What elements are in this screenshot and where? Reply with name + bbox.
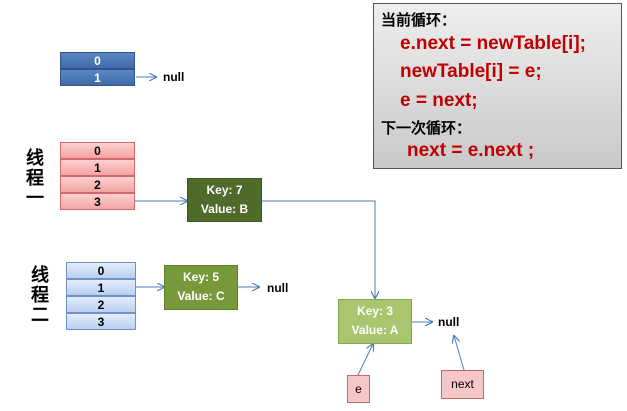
thread1-cell-3: 3 xyxy=(60,193,135,210)
thread2-cell-0: 0 xyxy=(66,262,136,279)
node-key5-key: Key: 5 xyxy=(182,270,220,284)
code-line-2: newTable[i] = e; xyxy=(400,61,542,82)
pointer-e-box: e xyxy=(347,375,370,403)
thread1-label-char-2: 程 xyxy=(26,168,44,188)
code-line-3: e = next; xyxy=(400,90,478,111)
thread1-label-char-3: 一 xyxy=(26,188,44,208)
pointer-next-box: next xyxy=(441,370,484,399)
node-key3-value: Value: A xyxy=(351,323,399,337)
thread2-label-char-1: 线 xyxy=(31,265,49,285)
thread2-cell-3: 3 xyxy=(66,313,136,330)
node-key7-key: Key: 7 xyxy=(206,183,243,197)
thread1-cell-2: 2 xyxy=(60,176,135,193)
node-key5: Key: 5 Value: C xyxy=(164,265,238,310)
node-key3-null-label: null xyxy=(438,315,460,329)
thread1-cell-0: 0 xyxy=(60,142,135,159)
thread2-label-char-3: 二 xyxy=(31,305,49,325)
node-key3-key: Key: 3 xyxy=(356,304,394,318)
arrow-e-to-key3 xyxy=(357,344,373,376)
node-key3: Key: 3 Value: A xyxy=(338,299,412,344)
thread2-label-char-2: 程 xyxy=(31,285,49,305)
code-panel-heading-next: 下一次循环： xyxy=(381,120,472,137)
thread2-cell-1: 1 xyxy=(66,279,136,296)
top-array-cell-1: 1 xyxy=(60,69,135,86)
arrow-key7-to-key3 xyxy=(262,200,375,298)
thread1-label-char-1: 线 xyxy=(26,148,44,168)
node-key5-null-label: null xyxy=(267,281,289,295)
node-key5-value: Value: C xyxy=(177,289,225,303)
top-array-null-label: null xyxy=(163,70,185,84)
node-key7: Key: 7 Value: B xyxy=(187,178,262,222)
code-panel: 当前循环： e.next = newTable[i]; newTable[i] … xyxy=(373,3,622,169)
arrow-next-to-null xyxy=(454,336,465,371)
thread1-cell-1: 1 xyxy=(60,159,135,176)
code-line-1: e.next = newTable[i]; xyxy=(400,33,586,54)
node-key7-value: Value: B xyxy=(200,202,249,216)
top-array-cell-0: 0 xyxy=(60,52,135,69)
code-panel-heading-current: 当前循环： xyxy=(381,12,457,29)
code-line-next: next = e.next ; xyxy=(407,140,535,161)
thread2-cell-2: 2 xyxy=(66,296,136,313)
